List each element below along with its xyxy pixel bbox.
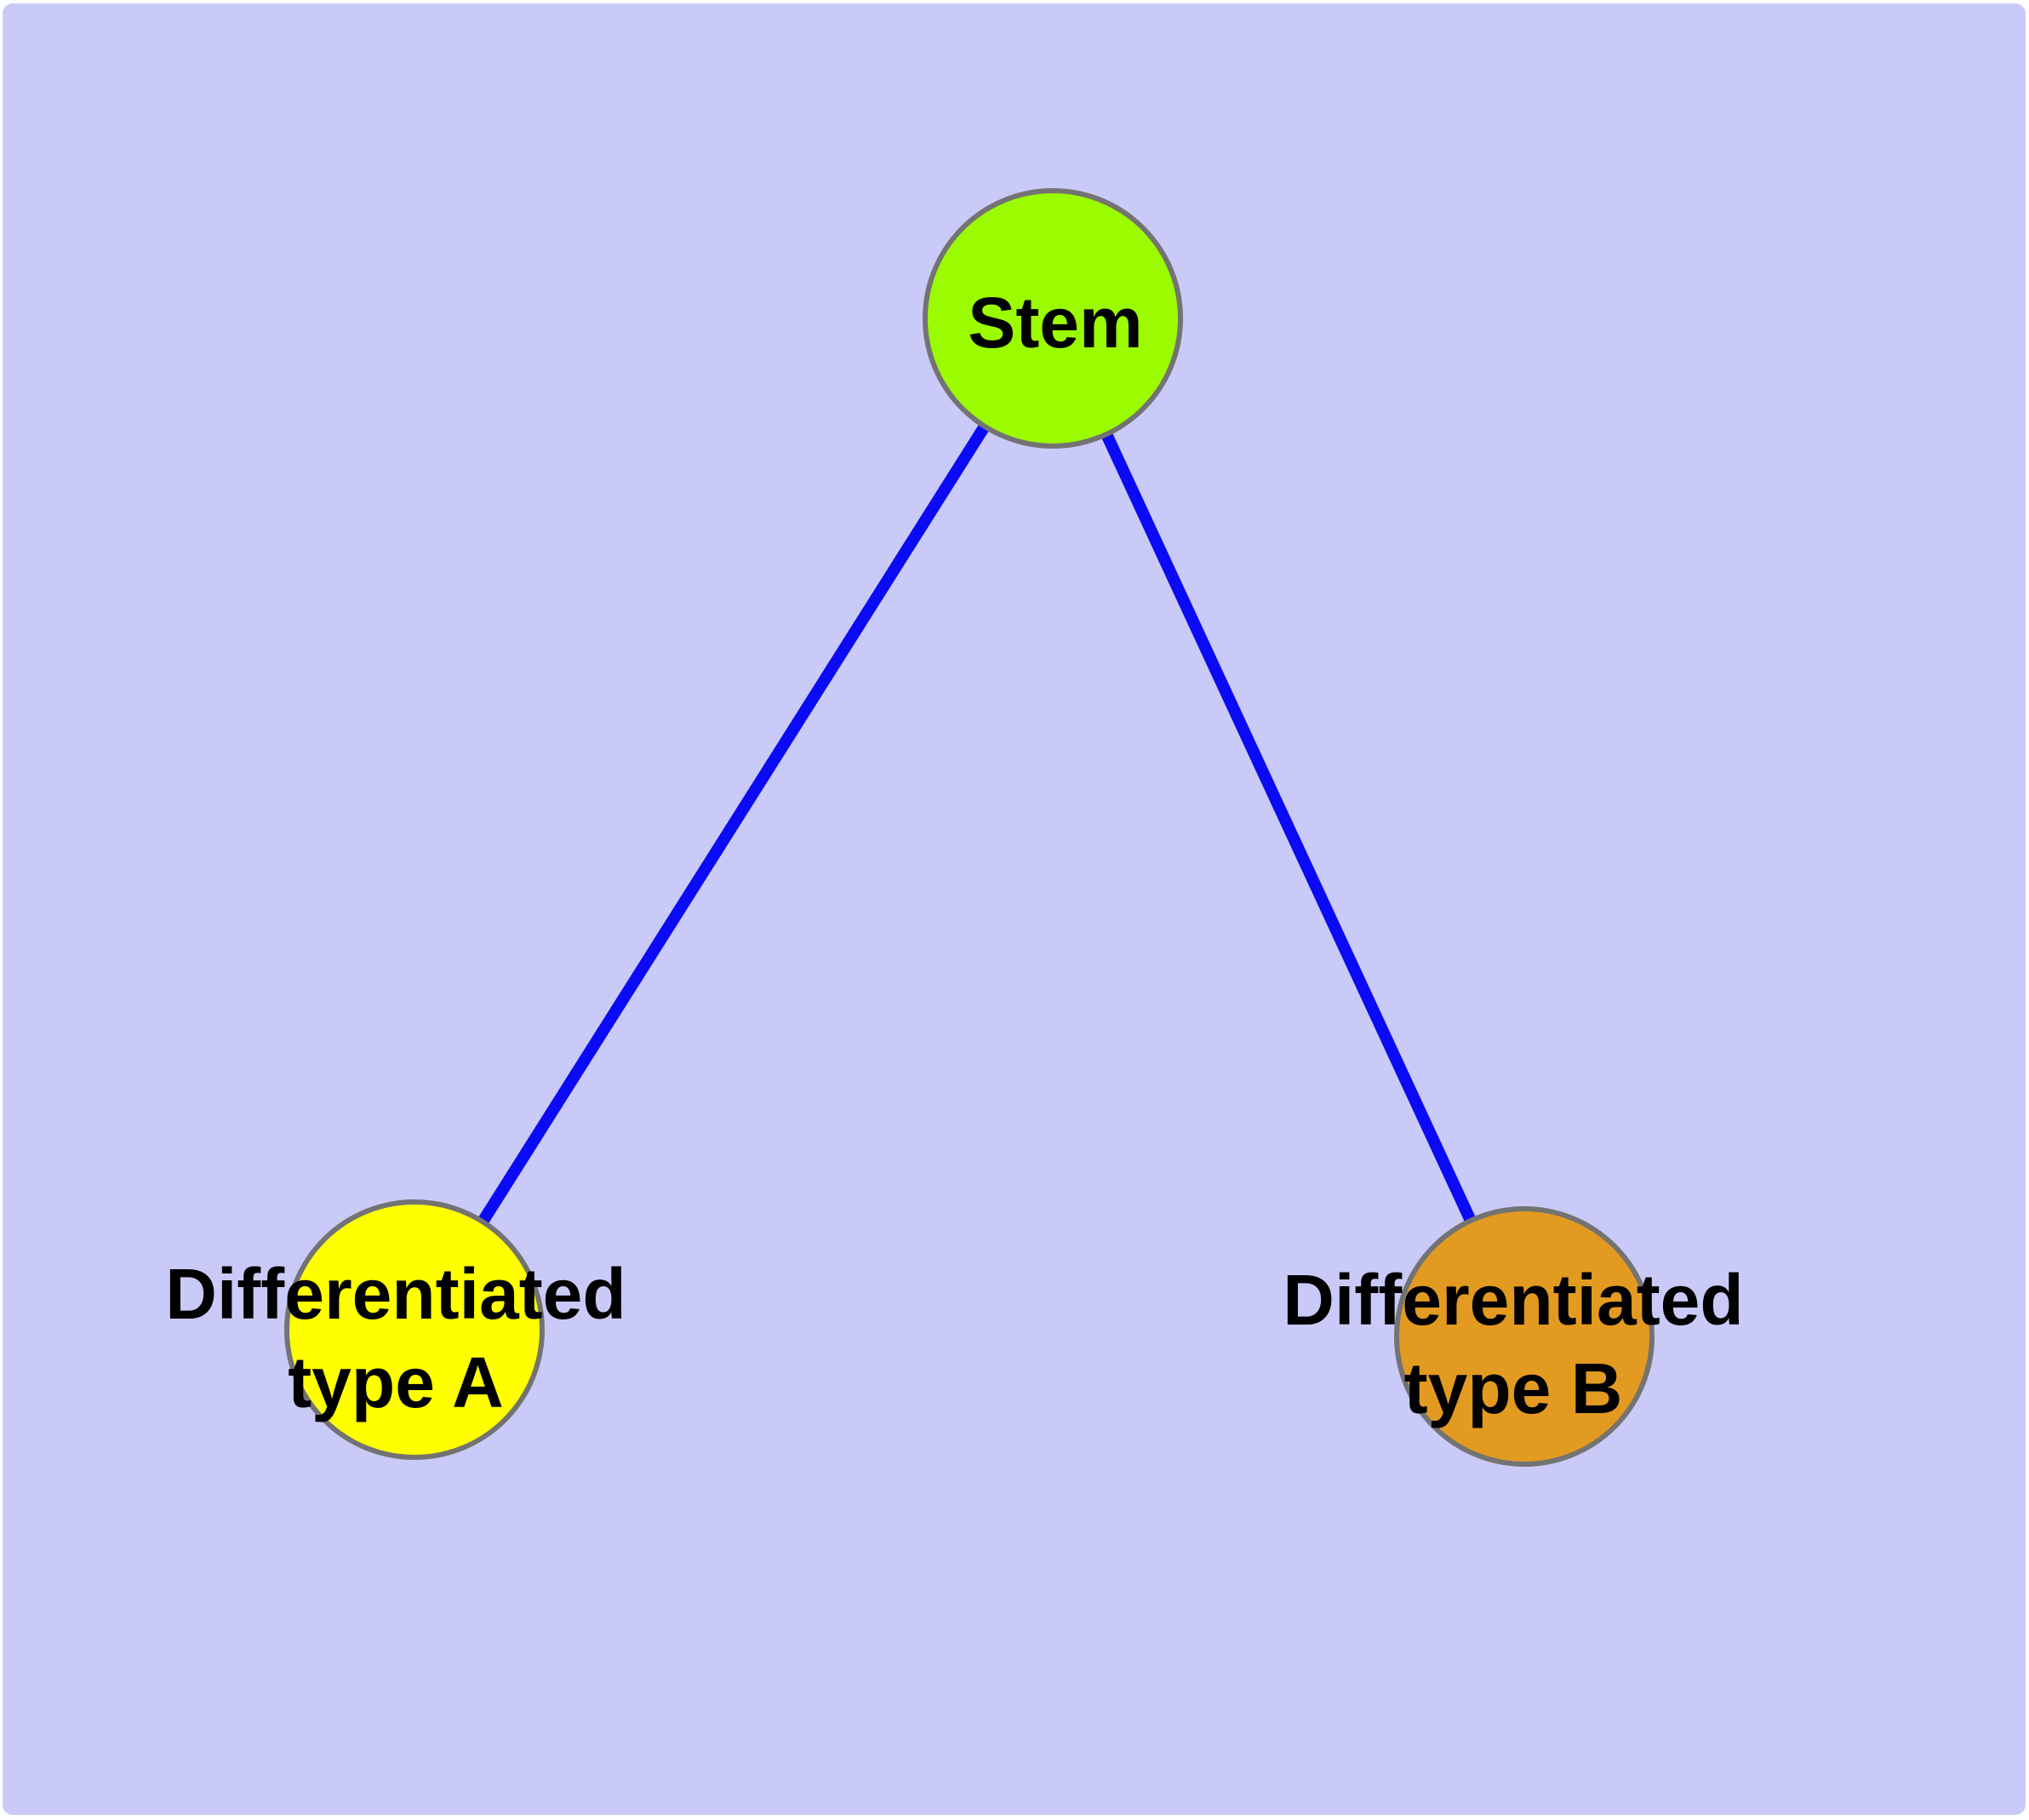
node-type-a-label-line2: type A	[288, 1342, 504, 1422]
node-type-a-circle	[284, 1199, 545, 1460]
edge-stem-to-type-b	[1047, 316, 1530, 1339]
node-stem: Stem	[923, 188, 1183, 449]
node-type-a: Differentiated type A	[165, 1199, 626, 1460]
node-type-a-label-line1: Differentiated	[165, 1254, 626, 1334]
node-type-b-label-line2: type B	[1404, 1348, 1623, 1428]
edge-stem-to-type-a	[409, 315, 1058, 1333]
node-type-b-label-line1: Differentiated	[1283, 1260, 1743, 1340]
node-type-b: Differentiated type B	[1283, 1206, 1744, 1467]
edge-group	[409, 315, 1530, 1339]
node-stem-label: Stem	[968, 283, 1142, 363]
node-stem-circle	[923, 188, 1183, 449]
node-type-b-circle	[1394, 1206, 1655, 1467]
